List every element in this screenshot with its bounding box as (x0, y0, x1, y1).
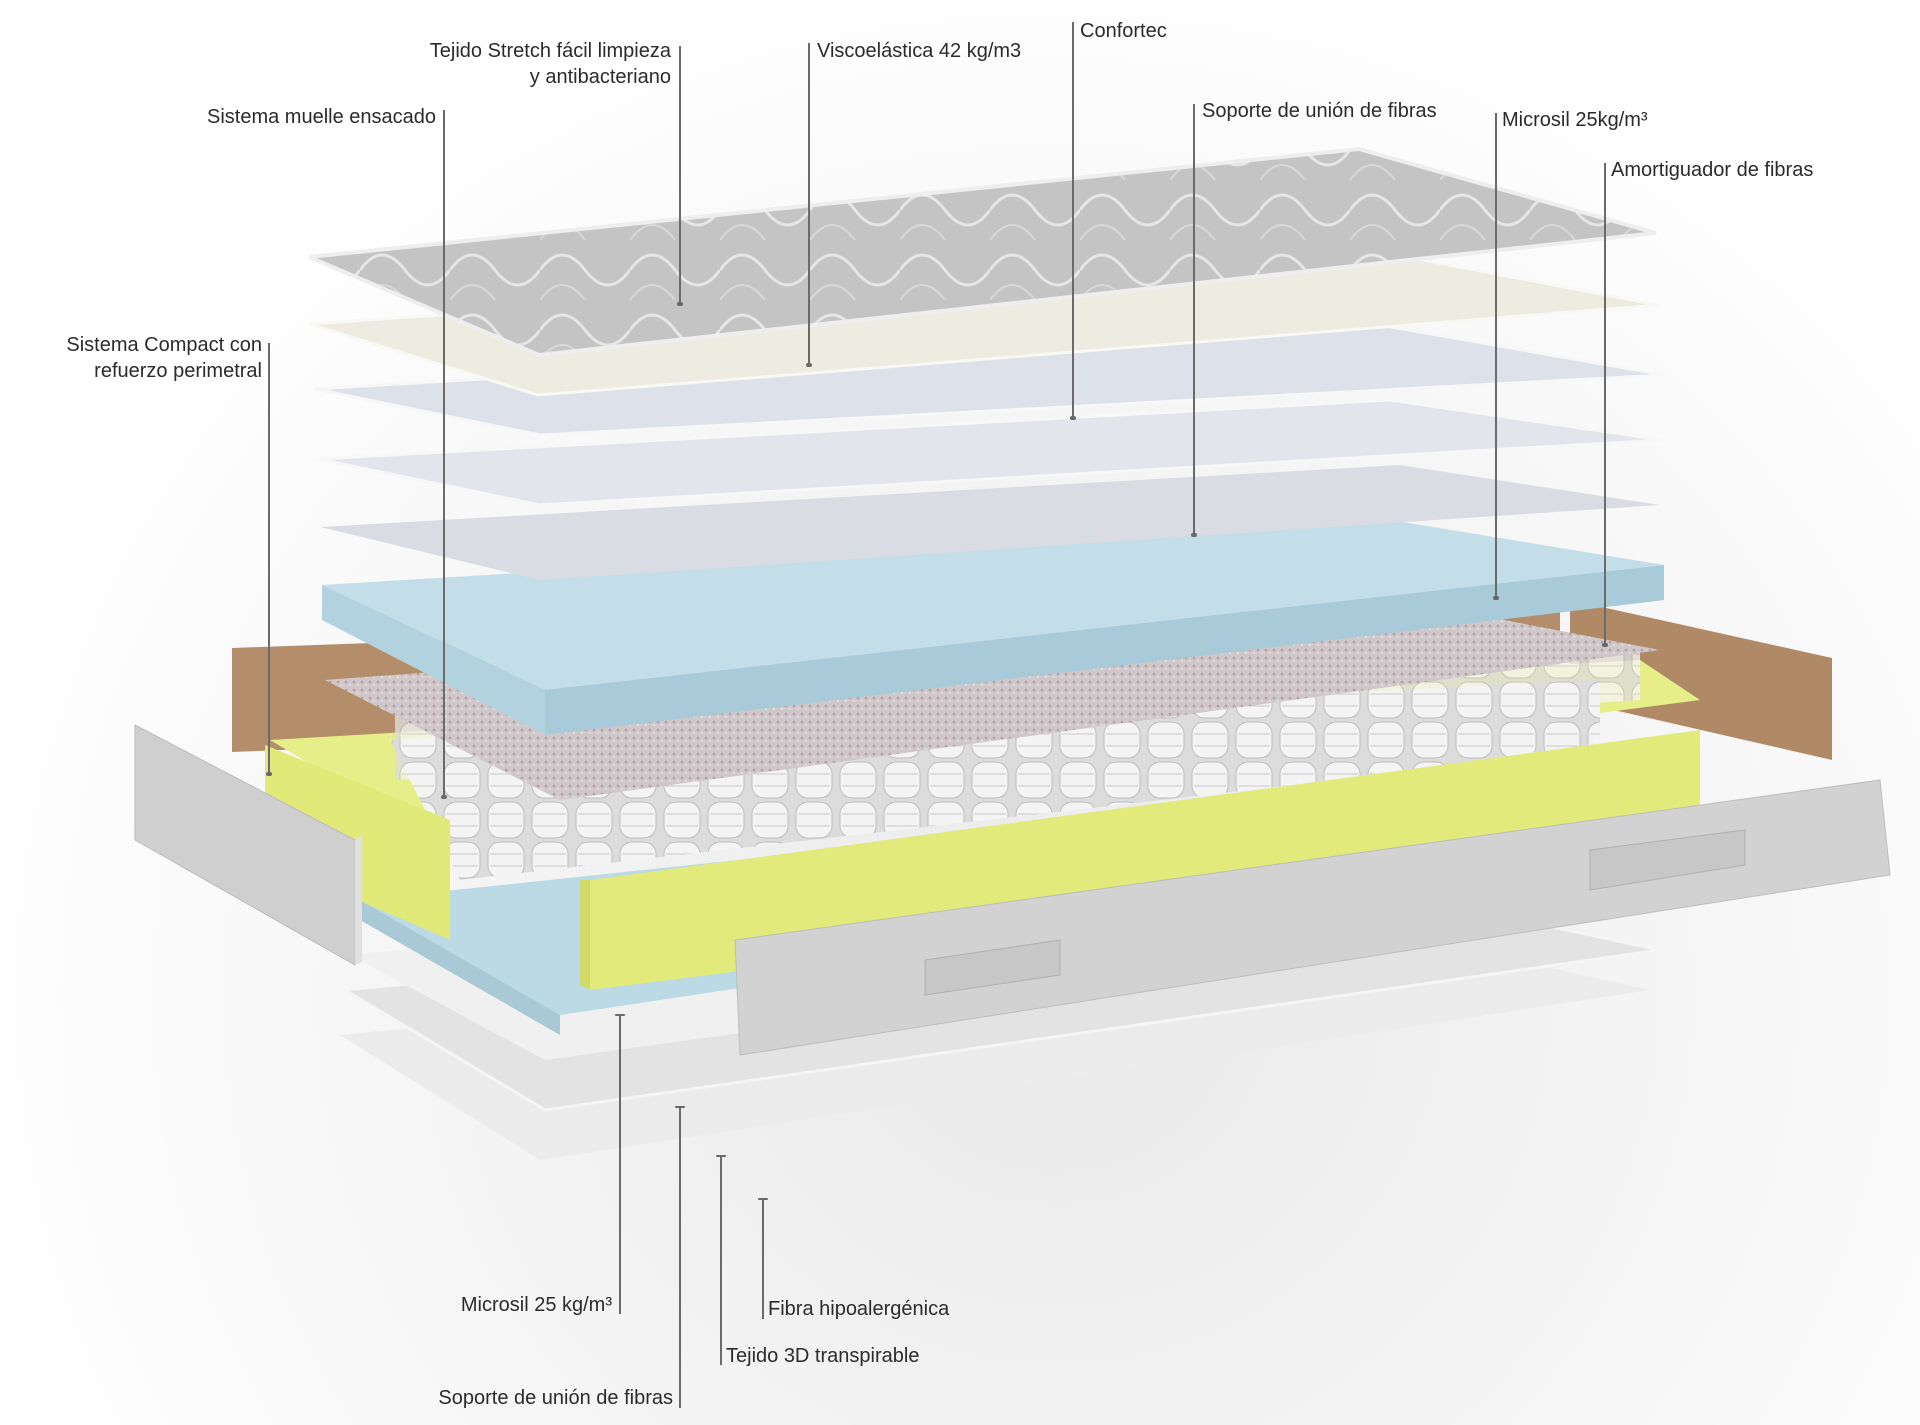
label-microsil-bottom: Microsil 25 kg/m³ (460, 1294, 612, 1316)
leader-line-soporte-bottom (675, 1106, 685, 1408)
label-soporte-top: Soporte de unión de fibras (1202, 100, 1437, 122)
leader-line-viscoelastica (806, 43, 812, 367)
label-amortiguador: Amortiguador de fibras (1611, 159, 1814, 181)
leader-line-soporte-top (1191, 104, 1197, 537)
side-panel-left (134, 724, 362, 966)
label-line-2: y antibacteriano (529, 66, 671, 88)
label-microsil-top: Microsil 25kg/m³ (1502, 109, 1648, 131)
leader-line-muelle (441, 110, 447, 799)
label-muelle-ensacado: Sistema muelle ensacado (206, 106, 436, 128)
label-tejido-3d: Tejido 3D transpirable (726, 1345, 920, 1367)
label-confortec: Confortec (1080, 20, 1167, 42)
label-fibra: Fibra hipoalergénica (768, 1298, 950, 1320)
leader-line-tejido-3d (716, 1155, 726, 1365)
leader-line-tejido-stretch (677, 46, 683, 306)
label-line-2: refuerzo perimetral (94, 360, 262, 382)
leader-line-amortiguador (1602, 163, 1608, 647)
leader-line-confortec (1070, 22, 1076, 420)
leader-line-fibra (758, 1198, 768, 1319)
label-line-1: Sistema Compact con (66, 334, 262, 356)
layer-microsil-top (322, 520, 1664, 735)
label-viscoelastica: Viscoelástica 42 kg/m3 (817, 40, 1022, 62)
label-soporte-bottom: Soporte de unión de fibras (438, 1387, 673, 1409)
label-line-1: Tejido Stretch fácil limpieza (429, 40, 671, 62)
layer-top-cover (308, 146, 1657, 358)
leader-line-compact (266, 343, 272, 776)
side-panel-front (734, 779, 1891, 1056)
layer-confortec (317, 398, 1663, 507)
leader-line-microsil-top (1493, 113, 1499, 600)
layer-amortiguador (325, 600, 1660, 800)
leader-line-microsil-bottom (615, 1014, 625, 1314)
label-compact: Sistema Compact con refuerzo perimetral (66, 332, 262, 384)
label-tejido-stretch: Tejido Stretch fácil limpieza y antibact… (430, 38, 671, 90)
layer-soporte-top (320, 465, 1660, 580)
